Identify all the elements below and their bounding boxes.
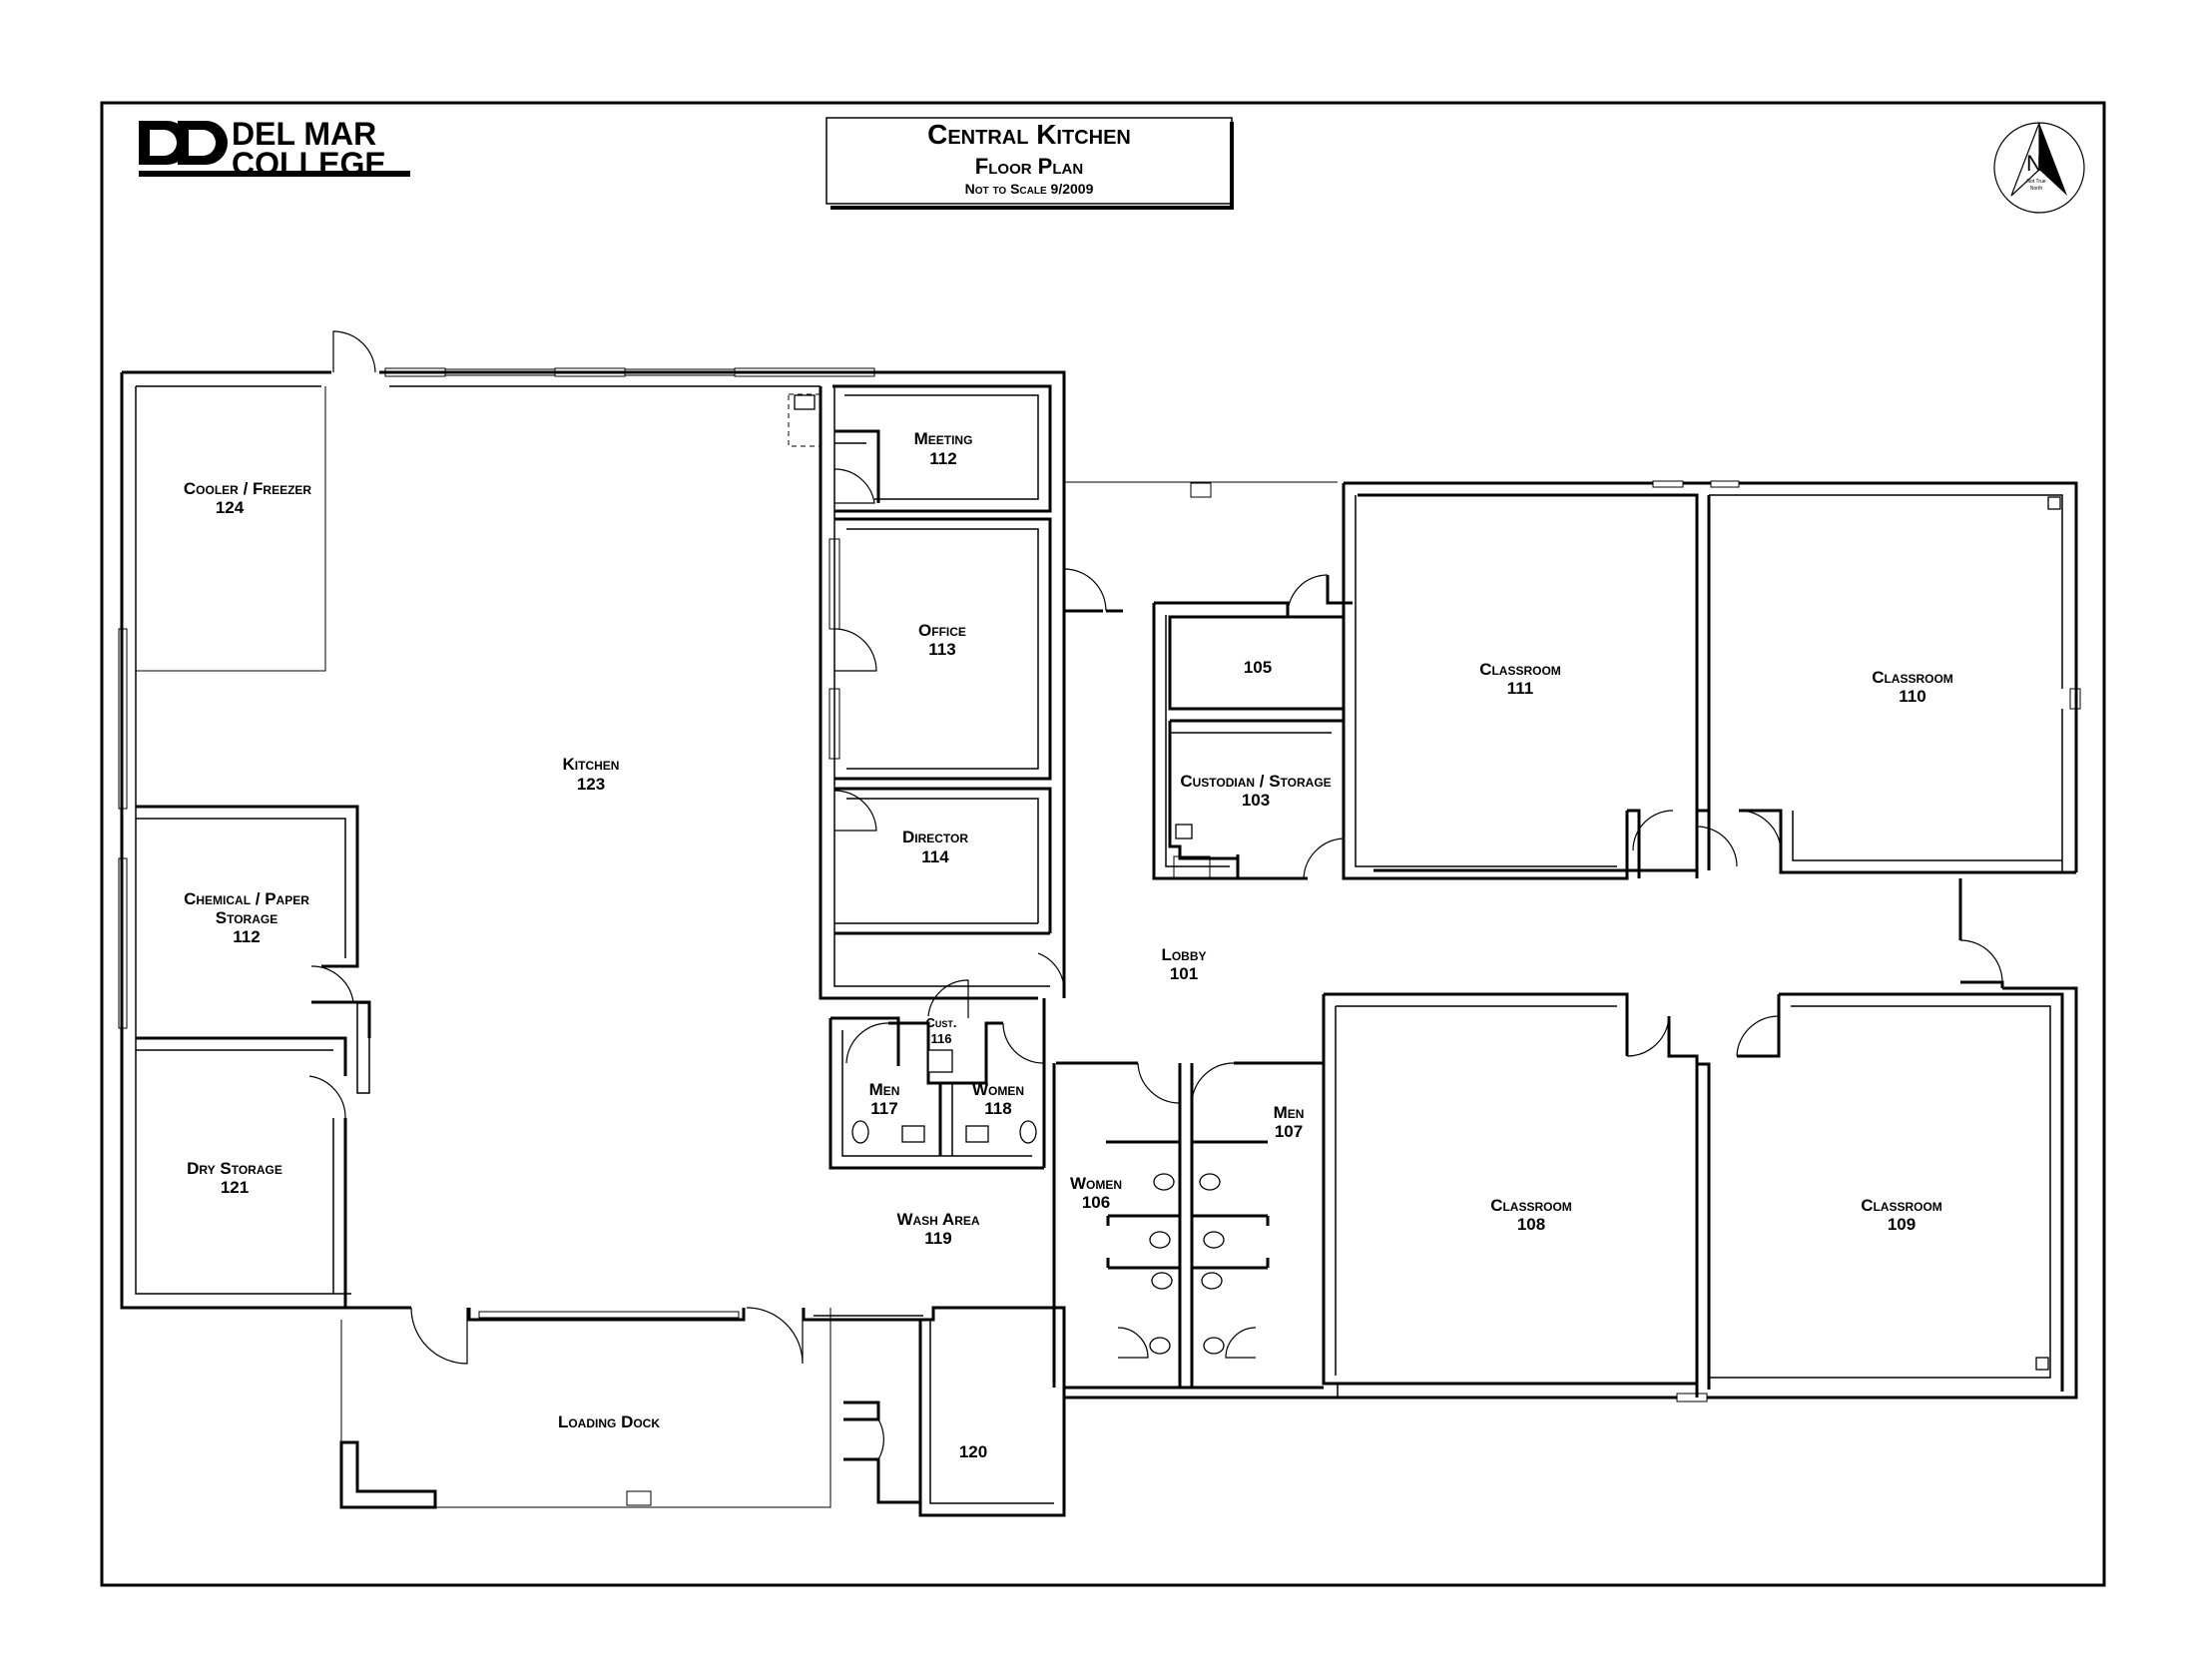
- label-men107-name: Men: [1274, 1103, 1305, 1122]
- label-class109-name: Classroom: [1861, 1196, 1942, 1215]
- logo-line-1: DEL MAR: [232, 116, 376, 152]
- label-women106-name: Women: [1070, 1174, 1122, 1193]
- label-class111-name: Classroom: [1479, 660, 1561, 679]
- label-loading-name: Loading Dock: [558, 1412, 660, 1431]
- label-lobby-number: 101: [1170, 964, 1198, 983]
- label-cooler-number: 124: [216, 498, 245, 517]
- label-cust-name: Cust.: [926, 1015, 957, 1030]
- scale-note: Not to Scale 9/2009: [965, 181, 1094, 197]
- classroom-building-walls: [1037, 480, 2081, 1402]
- sheet-border: [100, 101, 2106, 1587]
- label-director-name: Director: [902, 828, 968, 846]
- subtitle-text: Floor Plan: [975, 154, 1083, 179]
- north-caption-1: Not True: [2026, 179, 2045, 185]
- label-dry-number: 121: [221, 1178, 249, 1197]
- label-wash-name: Wash Area: [896, 1210, 979, 1229]
- label-men107-number: 107: [1275, 1122, 1303, 1141]
- label-class109-number: 109: [1888, 1215, 1916, 1234]
- label-custodian-number: 103: [1242, 791, 1270, 810]
- label-office-name: Office: [918, 621, 966, 640]
- del-mar-college-logo: DEL MAR COLLEGE: [139, 116, 410, 182]
- label-dry-name: Dry Storage: [187, 1159, 282, 1178]
- label-office-number: 113: [928, 640, 955, 659]
- label-class108-name: Classroom: [1490, 1196, 1572, 1215]
- label-kitchen-name: Kitchen: [563, 755, 620, 774]
- title-text: Central Kitchen: [927, 119, 1131, 150]
- label-women118-number: 118: [984, 1099, 1011, 1118]
- label-lobby-name: Lobby: [1161, 945, 1206, 964]
- label-chemical-name-1: Chemical / Paper: [184, 889, 309, 908]
- label-cust-number: 116: [931, 1031, 952, 1046]
- north-arrow-icon: N Not True North: [1993, 122, 2085, 214]
- label-chemical-name-2: Storage: [216, 908, 277, 927]
- label-class110-name: Classroom: [1872, 668, 1953, 687]
- room-labels: Cooler / Freezer 124 Meeting 112 Office …: [184, 429, 1953, 1461]
- label-wash-number: 119: [924, 1229, 951, 1248]
- label-r105-number: 105: [1244, 658, 1272, 677]
- label-men117-name: Men: [869, 1080, 900, 1099]
- label-women118-name: Women: [972, 1080, 1024, 1099]
- north-caption-2: North: [2030, 186, 2042, 192]
- label-meeting-name: Meeting: [914, 429, 973, 448]
- label-class108-number: 108: [1517, 1215, 1545, 1234]
- north-letter: N: [2026, 151, 2042, 176]
- label-meeting-number: 112: [929, 449, 956, 468]
- label-cooler-name: Cooler / Freezer: [184, 479, 312, 498]
- label-r120-number: 120: [959, 1442, 987, 1461]
- label-custodian-name: Custodian / Storage: [1180, 772, 1331, 791]
- kitchen-building-walls: [118, 330, 1066, 1517]
- label-director-number: 114: [921, 847, 949, 866]
- label-men117-number: 117: [870, 1099, 897, 1118]
- logo-line-2: COLLEGE: [232, 146, 386, 182]
- label-women106-number: 106: [1082, 1193, 1110, 1212]
- label-kitchen-number: 123: [577, 775, 605, 794]
- label-chemical-number: 112: [233, 927, 260, 946]
- title-block: Central Kitchen Floor Plan Not to Scale …: [825, 117, 1234, 210]
- label-class110-number: 110: [1899, 687, 1925, 706]
- label-class111-number: 111: [1507, 679, 1534, 698]
